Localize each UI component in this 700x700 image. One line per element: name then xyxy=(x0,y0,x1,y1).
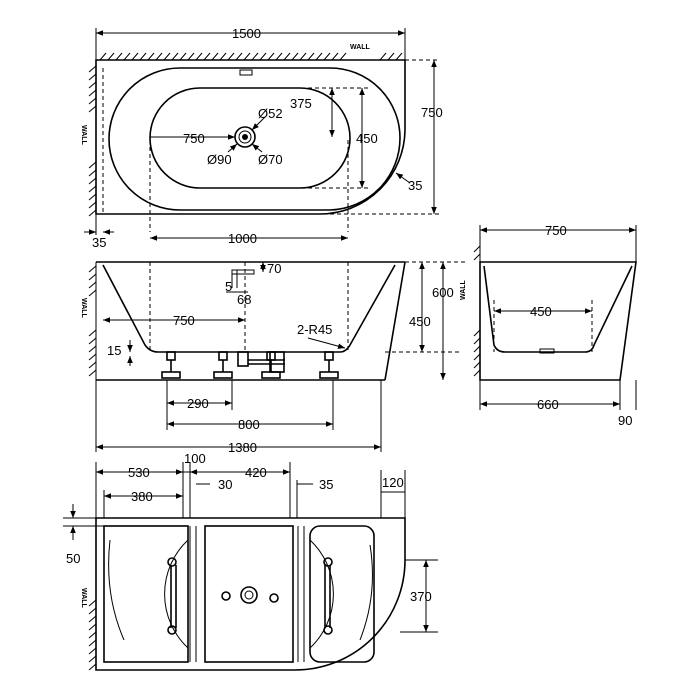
dim-750-waste: 750 xyxy=(183,131,205,146)
top-view: WALL WALL xyxy=(80,26,443,250)
base-frame-right xyxy=(309,525,375,663)
dim-5: 5 xyxy=(225,279,232,294)
foot-3 xyxy=(261,351,281,379)
bolt-icon xyxy=(221,591,231,601)
front-inner-profile xyxy=(102,264,396,353)
dim-35-base: 35 xyxy=(319,477,333,492)
base-wall-hatch xyxy=(88,599,97,671)
bolt-icon xyxy=(269,593,279,603)
side-outline xyxy=(479,261,637,381)
dim-1500: 1500 xyxy=(232,26,261,41)
dim-120: 120 xyxy=(382,475,404,490)
dim-375: 375 xyxy=(290,96,312,111)
dim-450-top: 450 xyxy=(356,131,378,146)
dim-1000: 1000 xyxy=(228,231,257,246)
dim-290: 290 xyxy=(187,396,209,411)
overflow-fitting xyxy=(231,269,255,275)
dim-370: 370 xyxy=(410,589,432,604)
dim-30: 30 xyxy=(218,477,232,492)
dim-800: 800 xyxy=(238,417,260,432)
dim-100: 100 xyxy=(184,451,206,466)
base-frame-mid xyxy=(204,525,294,663)
bolt-icon xyxy=(167,557,177,567)
dim-d90: Ø90 xyxy=(207,152,232,167)
top-left-wall-label: WALL xyxy=(80,125,87,146)
foot-2 xyxy=(213,351,233,379)
dim-660: 660 xyxy=(537,397,559,412)
dim-380: 380 xyxy=(131,489,153,504)
tub-inner-basin xyxy=(149,87,351,189)
front-view: WALL 70 5 68 750 xyxy=(80,261,465,455)
dim-d52: Ø52 xyxy=(258,106,283,121)
dim-90: 90 xyxy=(618,413,632,428)
base-view: WALL 530 xyxy=(63,451,438,671)
dim-450-side: 450 xyxy=(530,304,552,319)
side-wall-hatch xyxy=(473,245,481,380)
side-wall-label: WALL xyxy=(460,279,467,300)
dim-420: 420 xyxy=(245,465,267,480)
dim-50: 50 xyxy=(66,551,80,566)
dim-1380: 1380 xyxy=(228,440,257,455)
tub-top-outline xyxy=(95,59,406,215)
dim-530: 530 xyxy=(128,465,150,480)
foot-4 xyxy=(319,351,339,379)
waste-outlet-icon xyxy=(240,586,258,604)
overflow-slot xyxy=(239,69,253,76)
waste-trap xyxy=(237,351,285,373)
bolt-icon xyxy=(167,625,177,635)
dim-35-wall: 35 xyxy=(92,235,106,250)
dim-750-height: 750 xyxy=(421,105,443,120)
side-view: WALL 750 450 660 90 xyxy=(460,223,637,428)
bolt-icon xyxy=(323,625,333,635)
front-wall-label: WALL xyxy=(80,298,87,319)
side-inner-profile xyxy=(483,265,633,353)
foot-1 xyxy=(161,351,181,379)
dim-35-corner: 35 xyxy=(408,178,422,193)
bolt-icon xyxy=(323,557,333,567)
base-outline xyxy=(95,517,406,671)
dim-600: 600 xyxy=(432,285,454,300)
dim-70-overflow: 70 xyxy=(267,261,281,276)
top-left-wall-hatch xyxy=(88,60,97,217)
dim-d70: Ø70 xyxy=(258,152,283,167)
tub-rim-oval xyxy=(108,67,401,211)
base-wall-label: WALL xyxy=(80,588,87,609)
dim-15: 15 xyxy=(107,343,121,358)
dim-2-r45: 2-R45 xyxy=(297,322,332,337)
top-wall-hatch xyxy=(96,52,405,61)
base-frame-left xyxy=(103,525,189,663)
dim-750-side: 750 xyxy=(545,223,567,238)
dim-750-front: 750 xyxy=(173,313,195,328)
dim-68: 68 xyxy=(237,292,251,307)
front-wall-hatch xyxy=(88,262,97,380)
top-wall-label: WALL xyxy=(350,44,371,51)
waste-inner-circle xyxy=(238,130,252,144)
dim-450-front: 450 xyxy=(409,314,431,329)
